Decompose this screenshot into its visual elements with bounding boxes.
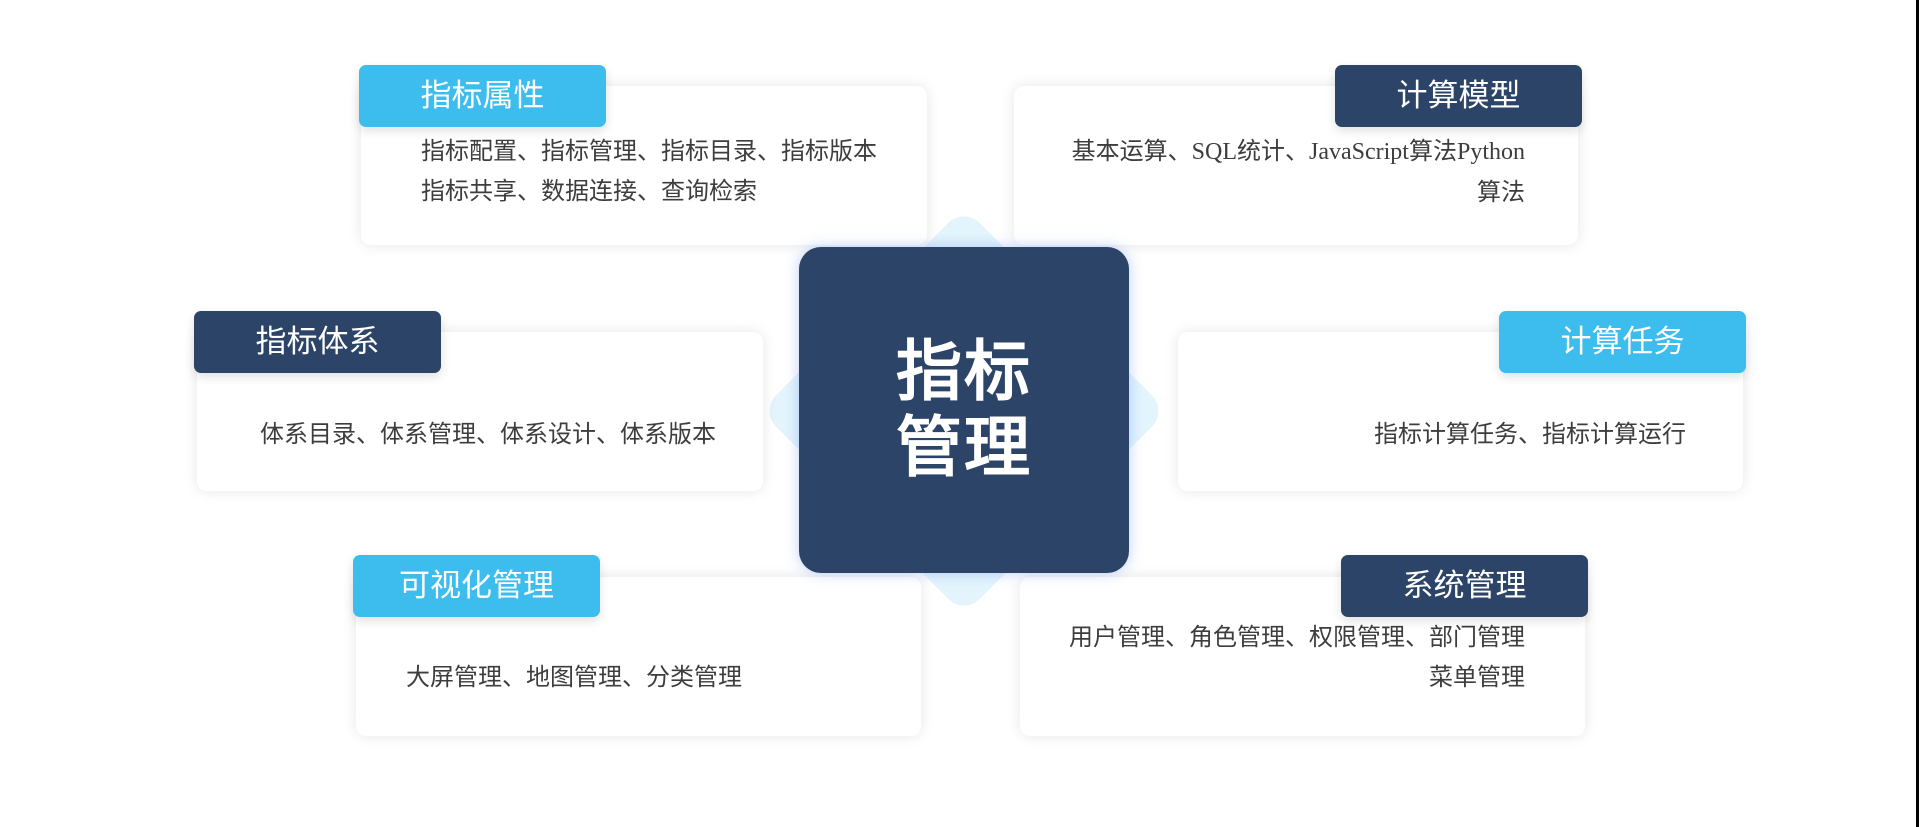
description-line: 基本运算、SQL统计、JavaScript算法Python: [1071, 137, 1525, 165]
description-line: 大屏管理、地图管理、分类管理: [406, 663, 742, 691]
module-card-computation-tasks: 指标计算任务、指标计算运行: [1178, 332, 1743, 491]
module-tab-indicator-system[interactable]: 指标体系: [194, 311, 441, 373]
module-tab-computation-tasks[interactable]: 计算任务: [1499, 311, 1746, 373]
right-edge-border: [1916, 0, 1919, 827]
description-line: 用户管理、角色管理、权限管理、部门管理: [1069, 623, 1525, 651]
module-description: 指标计算任务、指标计算运行: [1374, 414, 1686, 454]
module-tab-computation-model[interactable]: 计算模型: [1335, 65, 1582, 127]
description-line: 指标共享、数据连接、查询检索: [421, 177, 757, 205]
center-title-line1: 指标: [896, 333, 1032, 410]
module-tab-visualization-management[interactable]: 可视化管理: [353, 555, 600, 617]
module-description: 指标配置、指标管理、指标目录、指标版本 指标共享、数据连接、查询检索: [421, 131, 877, 211]
module-description: 用户管理、角色管理、权限管理、部门管理 菜单管理: [1069, 617, 1525, 697]
module-description: 基本运算、SQL统计、JavaScript算法Python 算法: [1072, 131, 1525, 212]
module-tab-system-management[interactable]: 系统管理: [1341, 555, 1588, 617]
center-title: 指标 管理: [894, 334, 1034, 486]
description-line: 算法: [1477, 178, 1525, 206]
module-tab-indicator-attributes[interactable]: 指标属性: [359, 65, 606, 127]
description-line: 指标计算任务、指标计算运行: [1374, 420, 1686, 448]
center-title-line2: 管理: [896, 409, 1032, 486]
center-hub-indicator-management: 指标 管理: [799, 247, 1129, 573]
module-description: 大屏管理、地图管理、分类管理: [406, 657, 742, 697]
module-description: 体系目录、体系管理、体系设计、体系版本: [260, 414, 716, 454]
description-line: 菜单管理: [1429, 663, 1525, 691]
description-line: 体系目录、体系管理、体系设计、体系版本: [260, 420, 716, 448]
description-line: 指标配置、指标管理、指标目录、指标版本: [421, 137, 877, 165]
